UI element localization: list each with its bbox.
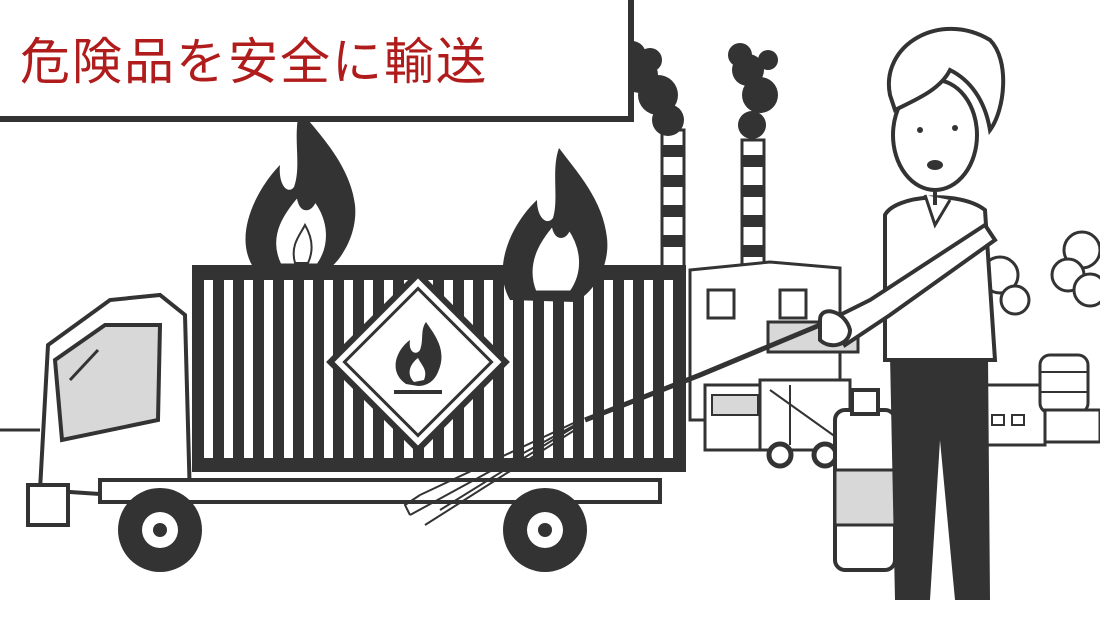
man-arm [827, 222, 998, 348]
container-rib [504, 280, 513, 458]
truck-bumper [26, 483, 70, 527]
container-rib [284, 280, 293, 458]
container-rib [624, 280, 633, 458]
truck [26, 110, 686, 572]
truck-wheel-rear [503, 488, 587, 572]
container-rib [324, 280, 333, 458]
flammable-diamond-icon [326, 270, 510, 454]
container-rib [644, 280, 653, 458]
garbage-truck [703, 378, 852, 469]
container-rib [524, 280, 533, 458]
water-spray [403, 419, 583, 526]
container-rib [544, 280, 553, 458]
trees [980, 230, 1100, 316]
silo [1038, 353, 1090, 415]
container-rib [264, 280, 273, 458]
container-rib [664, 280, 673, 458]
factory [618, 41, 1100, 447]
fire-icon [245, 110, 356, 275]
man-hair [886, 27, 1006, 135]
truck-wheel-front [118, 488, 202, 572]
man-figure [818, 27, 1006, 600]
fire-icon-right [502, 148, 608, 302]
truck-window [52, 323, 163, 443]
fire-extinguisher [833, 388, 897, 572]
container-rib [204, 280, 213, 458]
title-banner: 危険品を安全に輸送 [0, 0, 634, 122]
hose [584, 322, 821, 423]
container-rib [224, 280, 233, 458]
container-rib [244, 280, 253, 458]
smoke [618, 41, 778, 139]
man-legs [890, 355, 990, 600]
container-rib [604, 280, 613, 458]
container-rib [564, 280, 573, 458]
container-rib [584, 280, 593, 458]
title-text: 危険品を安全に輸送 [20, 33, 488, 91]
container-rib [304, 280, 313, 458]
